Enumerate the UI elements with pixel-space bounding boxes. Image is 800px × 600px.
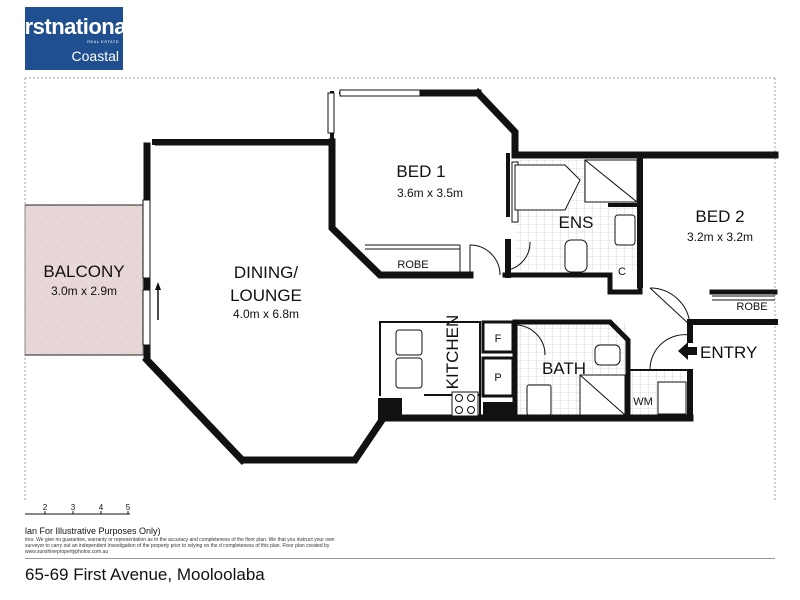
disclaimer-title: lan For Illustrative Purposes Only) — [25, 526, 161, 536]
scale-bar: 2 3 4 5 — [25, 503, 135, 523]
pantry-label: P — [494, 372, 501, 384]
scale-tick-3: 3 — [70, 503, 76, 512]
wm-label: WM — [633, 396, 653, 408]
balcony-size: 3.0m x 2.9m — [51, 284, 117, 298]
fixtures — [395, 159, 687, 417]
footer-divider — [25, 558, 775, 559]
balcony-label: BALCONY — [43, 262, 124, 281]
robe-1 — [365, 244, 461, 275]
logo-brand: irstnational — [25, 14, 123, 39]
dining-lounge-label-line1: DINING/ — [234, 263, 299, 282]
bed1-size: 3.6m x 3.5m — [397, 186, 463, 200]
logo-office: Coastal — [71, 48, 119, 64]
kitchen-label: KITCHEN — [443, 315, 462, 390]
dining-lounge-size: 4.0m x 6.8m — [233, 307, 299, 321]
scale-tick-5: 5 — [125, 503, 131, 512]
robe1-label: ROBE — [397, 259, 428, 271]
column — [483, 402, 513, 418]
scale-ticks — [25, 511, 130, 515]
bed1-label: BED 1 — [396, 162, 445, 181]
scale-tick-2: 2 — [42, 503, 48, 512]
bed2-size: 3.2m x 3.2m — [687, 230, 753, 244]
plan-boundary — [24, 77, 776, 500]
entry-label: ENTRY — [700, 343, 757, 362]
fridge-label: F — [495, 333, 502, 345]
agency-logo: irstnational REAL ESTATE Coastal — [25, 7, 123, 70]
arrow-left-icon — [678, 342, 697, 360]
logo-brand-sub: REAL ESTATE — [87, 39, 119, 44]
bed2-label: BED 2 — [695, 207, 744, 226]
dining-lounge-label-line2: LOUNGE — [230, 286, 302, 305]
robe-2 — [712, 295, 775, 301]
column — [378, 398, 402, 420]
disclaimer-text: tres. We give no guarantee, warranty or … — [25, 537, 335, 555]
sliding-door-arrowhead — [155, 282, 161, 290]
walls — [142, 88, 779, 465]
door-swings — [469, 241, 691, 371]
property-address: 65-69 First Avenue, Mooloolaba — [25, 565, 265, 584]
scale-tick-4: 4 — [98, 503, 104, 512]
bath-label: BATH — [542, 359, 586, 378]
robe2-label: ROBE — [736, 301, 767, 313]
ensuite-label: ENS — [559, 213, 594, 232]
cupboard-c-label: C — [618, 266, 626, 278]
